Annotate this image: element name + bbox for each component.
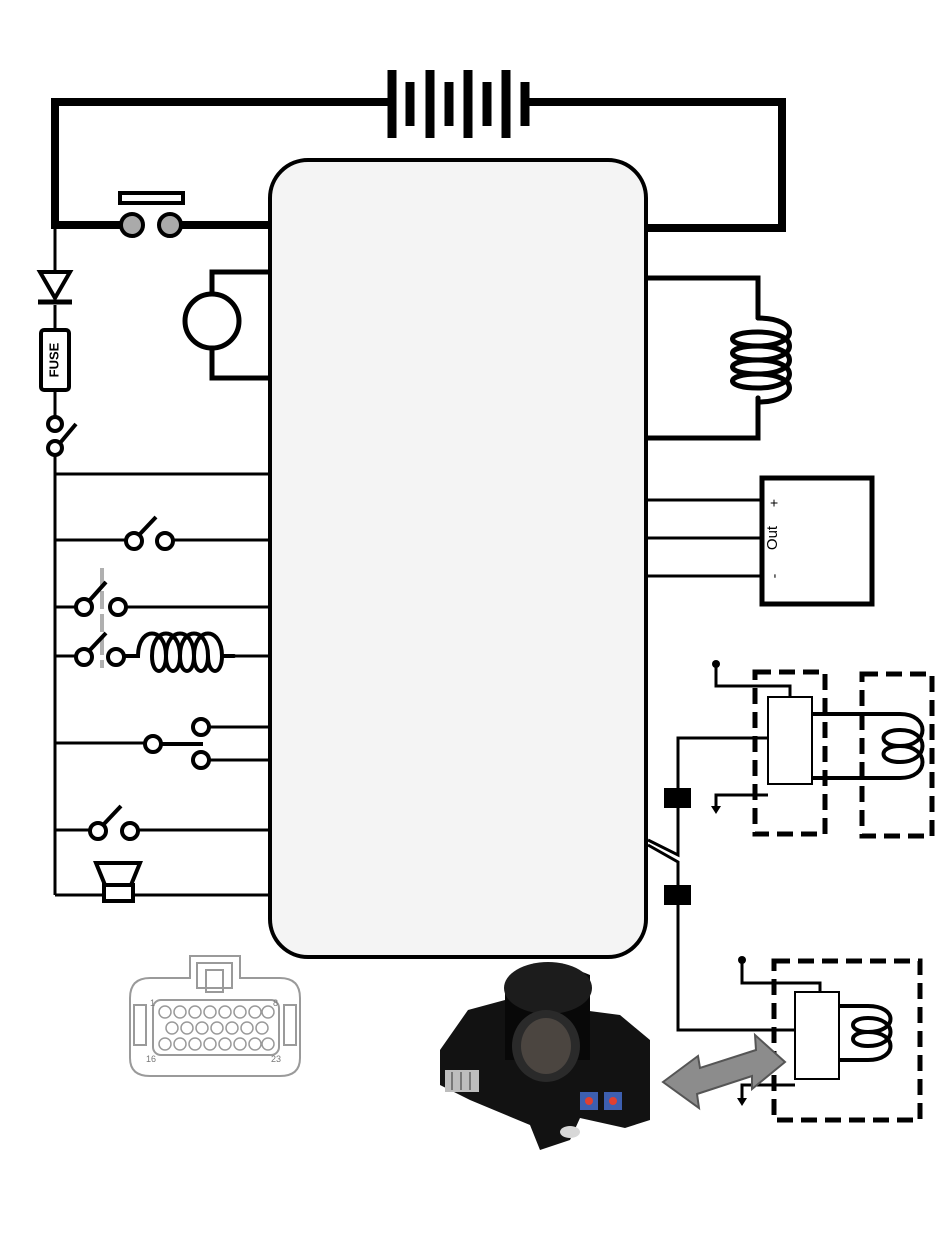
double-arrow-icon <box>663 1035 785 1108</box>
sensor-plus-label: + <box>766 499 782 507</box>
changeover-switch-icon <box>145 719 209 768</box>
fuse: FUSE <box>41 330 69 390</box>
sensor-minus-label: - <box>766 573 782 578</box>
current-sensor-image <box>440 962 650 1150</box>
ganged-switch-icon <box>76 568 126 668</box>
solenoid-coil-icon <box>648 278 790 438</box>
pin-16-label: 16 <box>146 1054 156 1064</box>
sensor-module: + Out - <box>648 478 872 604</box>
sensor-out-label: Out <box>764 525 781 550</box>
motor-icon <box>185 272 268 378</box>
coil-icon <box>124 634 234 672</box>
push-button-switch-icon <box>120 193 183 236</box>
switch-icon <box>90 806 138 839</box>
pin-23-label: 23 <box>271 1054 281 1064</box>
key-switch-icon <box>48 417 76 455</box>
pin-1-label: 1 <box>150 998 155 1008</box>
switch-icon <box>126 517 173 549</box>
wire-terminal-dots <box>711 660 747 1106</box>
pin-8-label: 8 <box>273 998 278 1008</box>
horn-icon <box>96 863 140 901</box>
fuse-label: FUSE <box>46 342 61 377</box>
diode-icon <box>38 272 72 302</box>
battery-icon <box>392 70 525 138</box>
control-module <box>270 160 646 957</box>
relay-upper <box>755 672 932 836</box>
relay-lower <box>774 961 920 1120</box>
